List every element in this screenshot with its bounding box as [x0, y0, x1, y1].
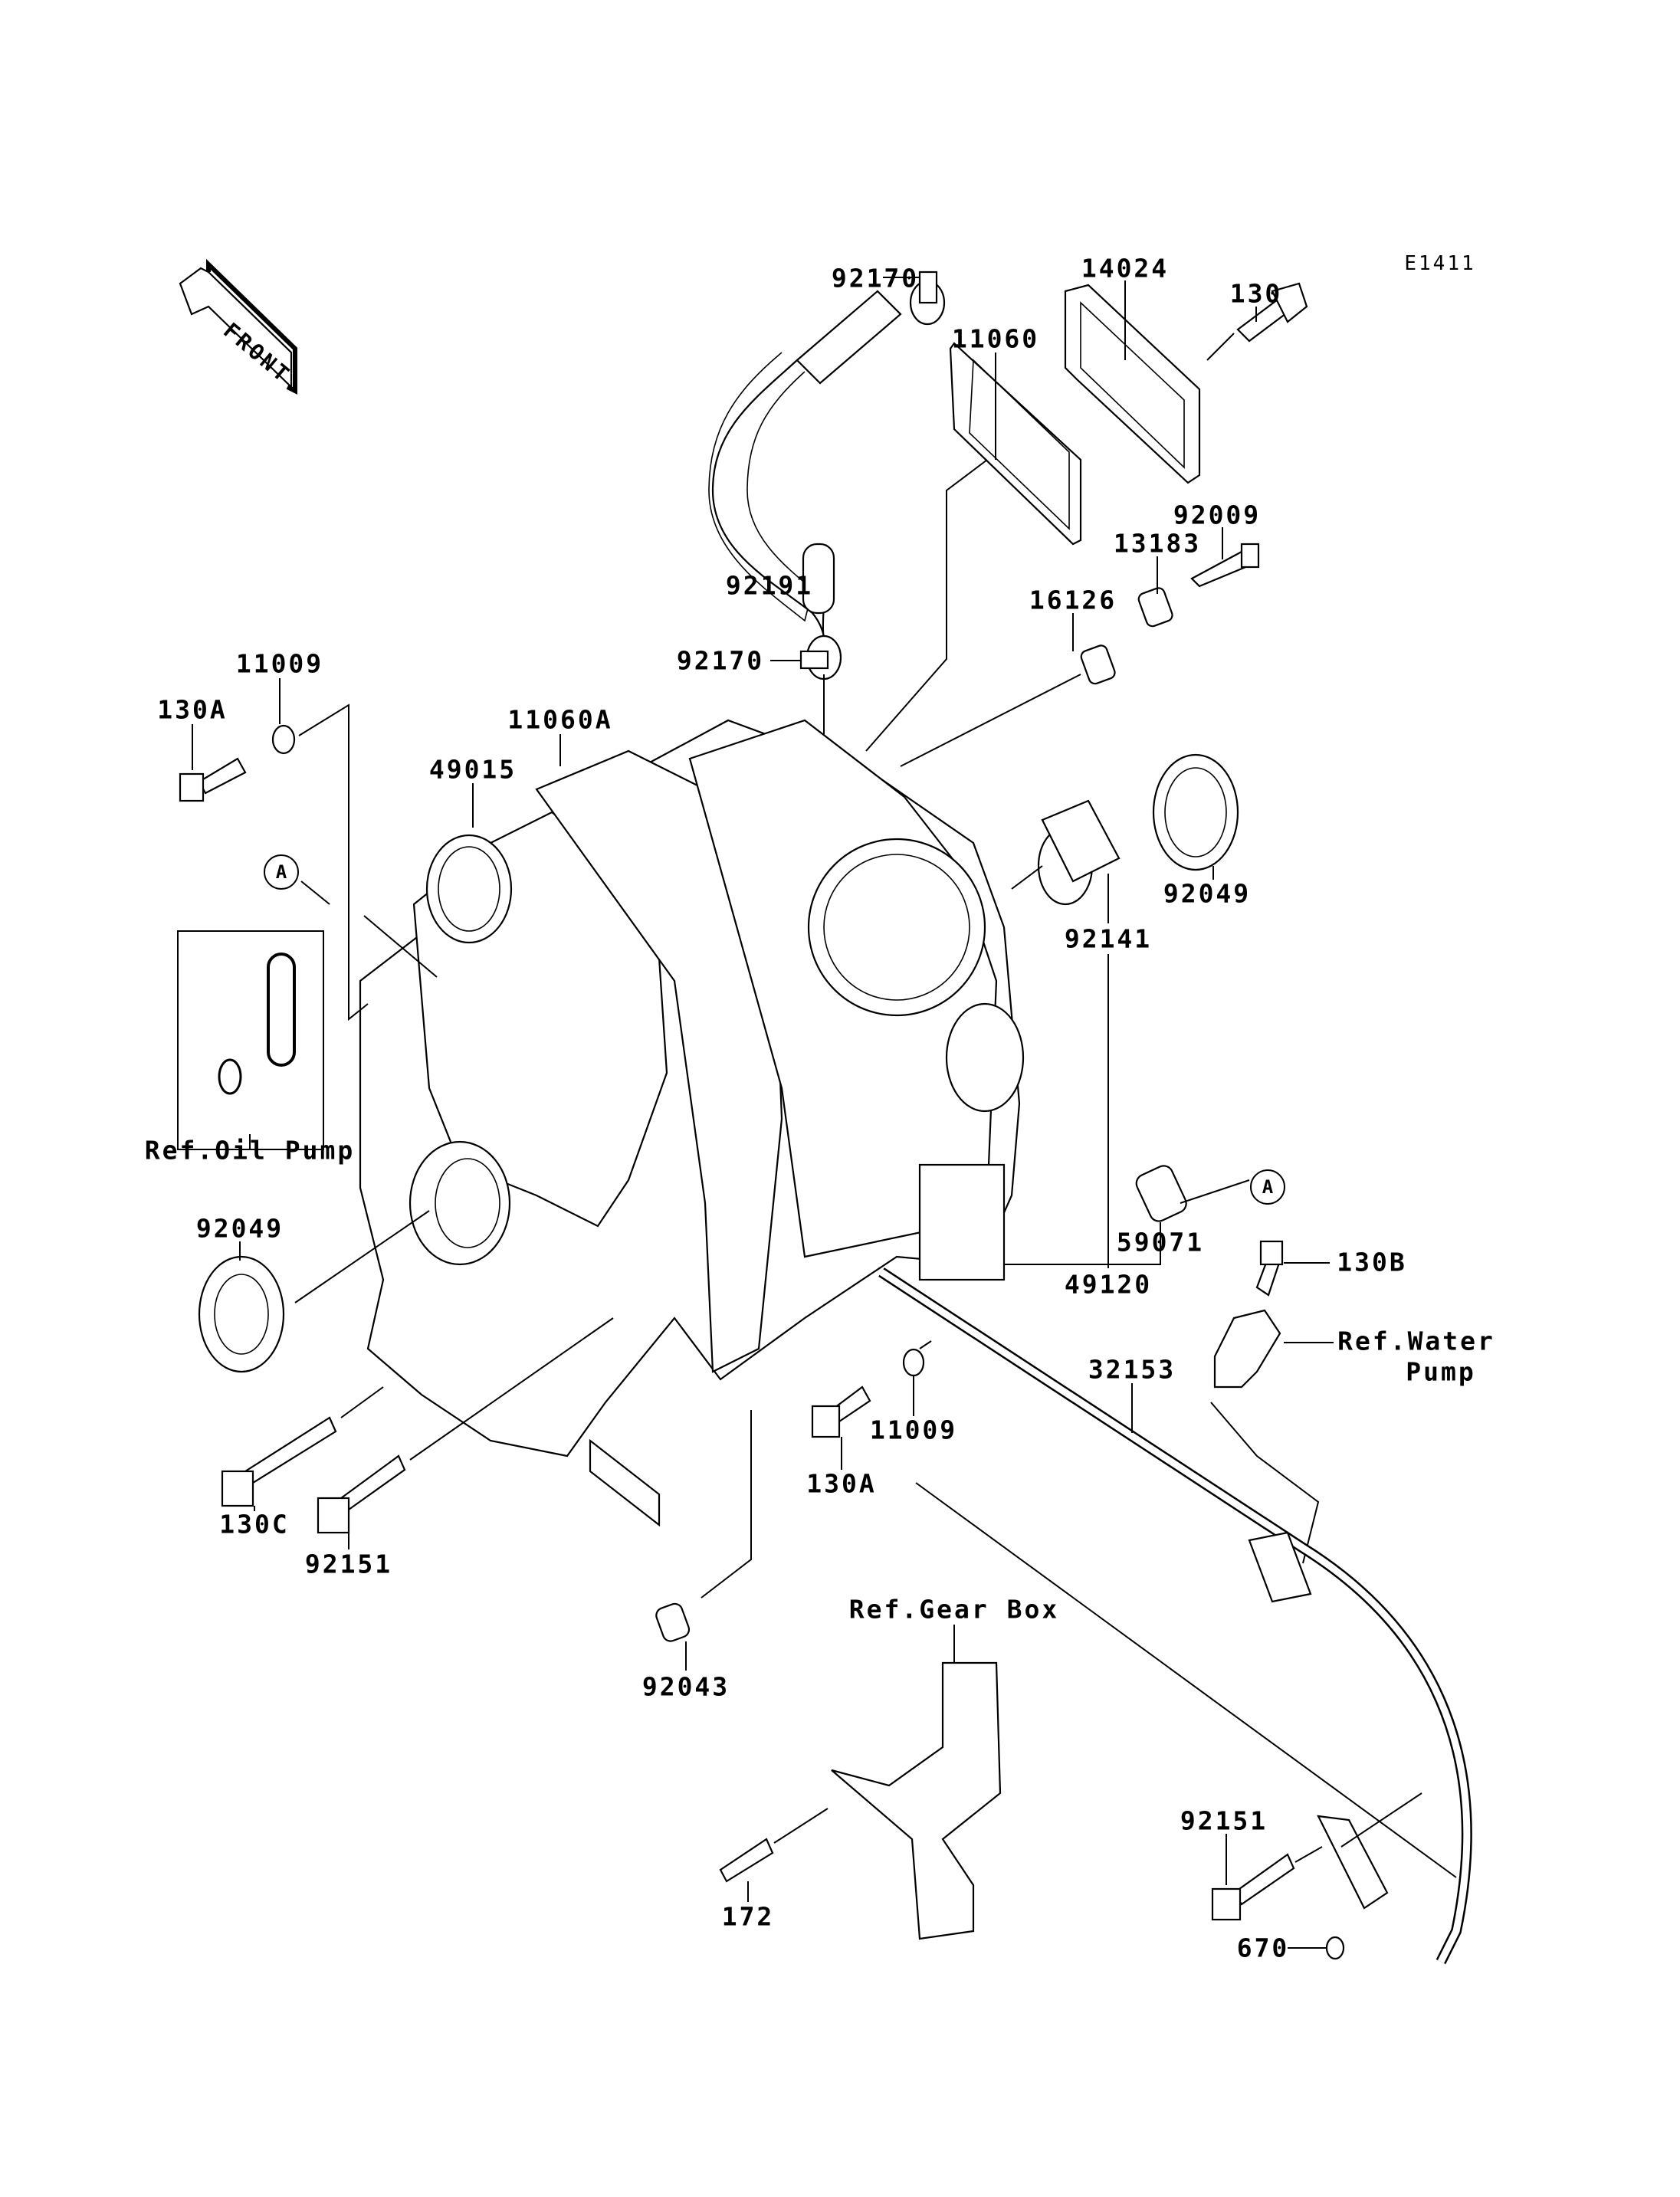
callout-14024[interactable]: 14024 [1081, 253, 1170, 284]
leader-line [701, 1410, 752, 1599]
callout-172[interactable]: 172 [721, 1901, 775, 1932]
callout-130c[interactable]: 130C [219, 1509, 290, 1540]
callout-130b[interactable]: 130B [1337, 1247, 1407, 1277]
callout-11060a[interactable]: 11060A [507, 704, 613, 735]
ref-gear-box-label: Ref.Gear Box [848, 1594, 1060, 1625]
leader-line [1206, 333, 1235, 361]
callout-670[interactable]: 670 [1236, 1933, 1290, 1963]
ref-water-pump-label-line1: Ref.Water [1337, 1326, 1495, 1356]
bolt-130c[interactable] [221, 1416, 337, 1507]
oring-670[interactable] [1325, 1936, 1345, 1960]
ref-oil-pump-label: Ref.Oil Pump [144, 1135, 356, 1166]
leader-line [1180, 1179, 1250, 1204]
front-arrow-icon [179, 258, 297, 395]
stud-172[interactable] [719, 1838, 774, 1883]
bolt-92151-left[interactable] [317, 1454, 406, 1534]
leader-line [915, 1482, 1457, 1878]
part-13183[interactable] [1137, 586, 1174, 628]
bushing-92141[interactable] [1037, 799, 1121, 906]
callout-16126[interactable]: 16126 [1029, 585, 1117, 615]
hose-clamp-92170-mid[interactable] [799, 635, 842, 680]
leader-line [409, 1317, 614, 1461]
gear-box-bracket [831, 1661, 1002, 1940]
bolt-130[interactable] [1236, 282, 1308, 343]
pipe-32153[interactable] [878, 1267, 1472, 1965]
water-pump-bracket [1213, 1309, 1281, 1389]
callout-32153[interactable]: 32153 [1088, 1354, 1176, 1385]
leader-line [773, 1808, 829, 1844]
washer-11009-bottom[interactable] [902, 1348, 925, 1377]
leader-line [1340, 1792, 1422, 1848]
leader-line [865, 459, 988, 752]
leader-line [1294, 1846, 1323, 1863]
leader-line [900, 674, 1081, 767]
hose-92191[interactable] [708, 290, 902, 639]
callout-92151-right[interactable]: 92151 [1180, 1805, 1268, 1836]
leader-line [1210, 1402, 1320, 1564]
crankcase-assembly[interactable] [359, 719, 1025, 1527]
leader-line [1004, 1222, 1161, 1265]
callout-11009-top[interactable]: 11009 [235, 648, 324, 679]
ref-marker-a-right: A [1250, 1169, 1285, 1205]
callout-92170-top[interactable]: 92170 [831, 263, 920, 293]
cover-14024[interactable] [1064, 284, 1201, 484]
ref-marker-a-left: A [264, 854, 299, 890]
callout-13183[interactable]: 13183 [1113, 528, 1202, 559]
dowel-92043[interactable] [655, 1602, 691, 1643]
callout-11060[interactable]: 11060 [951, 323, 1040, 354]
leader-line [294, 1210, 430, 1303]
callout-92191[interactable]: 92191 [725, 570, 814, 601]
leader-line [340, 1386, 384, 1418]
callout-92049-right[interactable]: 92049 [1163, 878, 1252, 909]
callout-59071[interactable]: 59071 [1116, 1227, 1205, 1258]
diagram-code: E1411 [1404, 252, 1476, 275]
screw-92009[interactable] [1190, 543, 1260, 588]
callout-92151-left[interactable]: 92151 [304, 1549, 393, 1579]
washer-11009-top[interactable] [271, 724, 296, 755]
leader-line [363, 915, 438, 978]
oil-pump-ref-box [177, 930, 324, 1150]
callout-130[interactable]: 130 [1229, 278, 1283, 309]
callout-92170-mid[interactable]: 92170 [676, 645, 765, 676]
bolt-130a-bottom[interactable] [811, 1385, 871, 1438]
bolt-92151-right[interactable] [1211, 1853, 1295, 1921]
callout-130a-top[interactable]: 130A [157, 694, 228, 725]
bolt-130b[interactable] [1255, 1240, 1284, 1297]
seal-92049-right[interactable] [1152, 753, 1239, 871]
part-16126[interactable] [1080, 644, 1117, 685]
callout-49015[interactable]: 49015 [428, 754, 517, 785]
callout-92141[interactable]: 92141 [1064, 923, 1153, 954]
seal-92049-left[interactable] [198, 1255, 285, 1373]
leader-line [1011, 865, 1043, 890]
ref-water-pump-label-line2: Pump [1406, 1356, 1476, 1387]
leader-line [300, 880, 330, 905]
callout-49120[interactable]: 49120 [1064, 1269, 1153, 1300]
gasket-11060[interactable] [949, 342, 1082, 546]
callout-11009-bottom[interactable]: 11009 [869, 1415, 958, 1445]
callout-92043[interactable]: 92043 [641, 1671, 730, 1702]
leader-line [919, 1340, 932, 1349]
bolt-130a-top[interactable] [179, 757, 247, 802]
hose-clamp-92170-top[interactable] [909, 271, 946, 326]
leader-line [298, 703, 369, 1021]
callout-130a-bottom[interactable]: 130A [806, 1468, 877, 1499]
callout-92049-left[interactable]: 92049 [195, 1213, 284, 1244]
callout-92009[interactable]: 92009 [1173, 500, 1262, 530]
fitting-59071[interactable] [1134, 1162, 1189, 1224]
